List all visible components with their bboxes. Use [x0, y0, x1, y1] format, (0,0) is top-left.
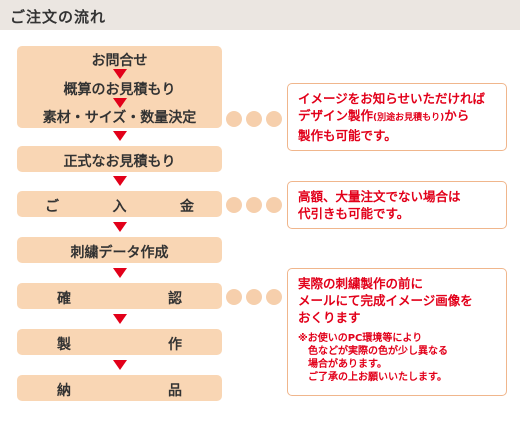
note-text: メールにて完成イメージ画像を [298, 293, 473, 308]
arrow-icon [113, 268, 127, 278]
dots-connector [226, 111, 286, 127]
step-embroidery-data: 刺繍データ作成 [17, 237, 222, 263]
note-confirm: 実際の刺繍製作の前に メールにて完成イメージ画像を おくります ※お使いのPC環… [287, 268, 507, 396]
note-sub-text: ご了承の上お願いいたします。 [308, 372, 447, 383]
note-text: デザイン製作(別途お見積もり)から [298, 107, 496, 127]
note-text: 製作も可能です。 [298, 128, 397, 143]
arrow-icon [113, 98, 127, 108]
note-text: 代引きも可能です。 [298, 206, 410, 221]
arrow-icon [113, 222, 127, 232]
arrow-icon [113, 176, 127, 186]
note-text: 高額、大量注文でない場合は [298, 189, 461, 204]
note-text: イメージをお知らせいただければ [298, 91, 486, 106]
note-design: イメージをお知らせいただければ デザイン製作(別途お見積もり)から 製作も可能で… [287, 83, 507, 151]
step-char: 認 [168, 291, 182, 307]
step-inquiry-group: お問合せ 概算のお見積もり 素材・サイズ・数量決定 [17, 46, 222, 128]
arrow-icon [113, 360, 127, 370]
step-char: 納 [57, 383, 71, 399]
step-char: 金 [180, 199, 194, 215]
step-char: 確 [57, 291, 71, 307]
step-label: 納 品 [17, 380, 222, 400]
header-bar: ご注文の流れ [0, 0, 520, 30]
step-label: ご 入 金 [17, 196, 222, 216]
arrow-icon [113, 69, 127, 79]
note-text: 実際の刺繍製作の前に [298, 276, 424, 291]
dot-icon [266, 111, 282, 127]
note-sub-text: 場合があります。 [308, 359, 387, 370]
dot-icon [226, 111, 242, 127]
step-confirm: 確 認 [17, 283, 222, 309]
arrow-icon [113, 314, 127, 324]
step-production: 製 作 [17, 329, 222, 355]
dots-connector [226, 197, 286, 213]
note-sub-text: 色などが実際の色が少し異なる [308, 346, 448, 357]
step-char: 製 [57, 337, 71, 353]
step-formal-estimate: 正式なお見積もり [17, 146, 222, 172]
step-char: ご [45, 199, 59, 215]
step-inquiry: お問合せ [91, 53, 148, 69]
step-char: 作 [168, 337, 182, 353]
step-char: 品 [168, 383, 182, 399]
step-char: 入 [112, 199, 127, 215]
note-sub: ※お使いのPC環境等により 色などが実際の色が少し異なる 場合があります。 ご了… [298, 332, 496, 384]
step-label: 正式なお見積もり [63, 154, 176, 170]
step-label: 確 認 [17, 288, 222, 308]
dot-icon [266, 289, 282, 305]
step-delivery: 納 品 [17, 375, 222, 401]
page-title: ご注文の流れ [10, 8, 107, 26]
arrow-icon [113, 131, 127, 141]
dot-icon [266, 197, 282, 213]
dot-icon [226, 197, 242, 213]
step-label: 製 作 [17, 334, 222, 354]
note-text: から [444, 108, 470, 123]
step-label: 刺繍データ作成 [70, 245, 169, 261]
dot-icon [246, 111, 262, 127]
step-payment: ご 入 金 [17, 191, 222, 217]
step-material-decision: 素材・サイズ・数量決定 [42, 110, 197, 126]
dots-connector [226, 289, 286, 305]
dot-icon [246, 289, 262, 305]
dot-icon [226, 289, 242, 305]
note-text: おくります [298, 310, 361, 325]
note-payment: 高額、大量注文でない場合は 代引きも可能です。 [287, 181, 507, 229]
step-rough-estimate: 概算のお見積もり [63, 82, 176, 98]
dot-icon [246, 197, 262, 213]
note-small-text: (別途お見積もり) [373, 113, 445, 123]
note-sub-text: ※お使いのPC環境等により [298, 333, 423, 344]
note-text: デザイン製作 [298, 108, 374, 123]
